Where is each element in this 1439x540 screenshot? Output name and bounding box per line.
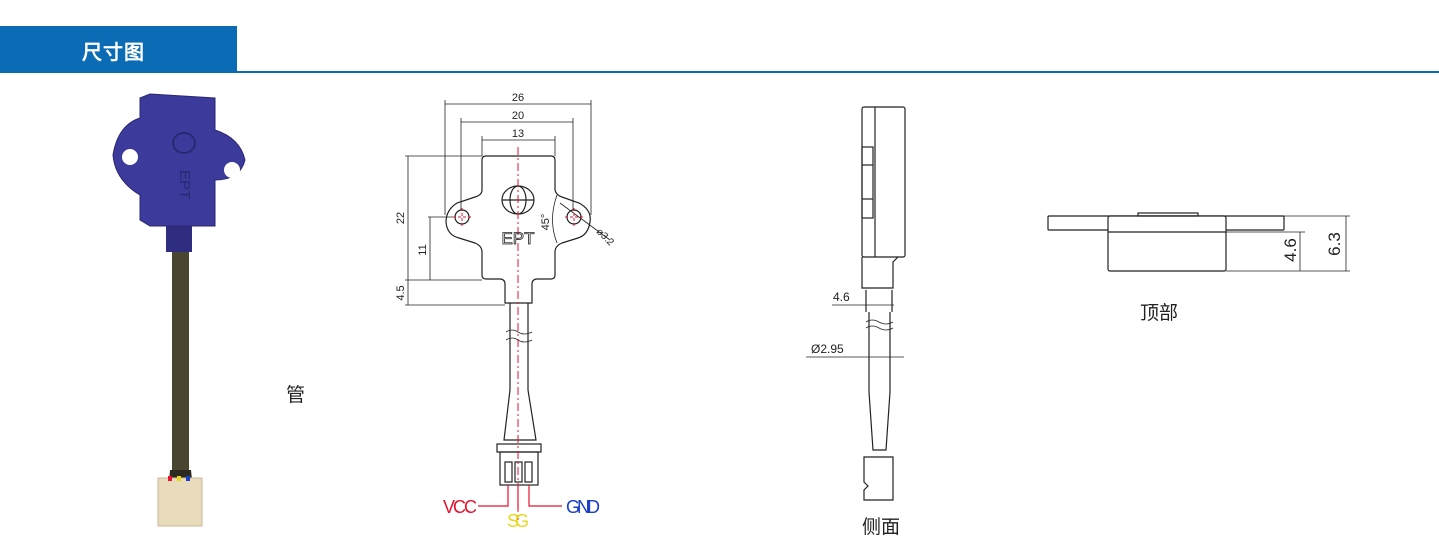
side-view [806,106,906,501]
front-body-outline [445,155,591,304]
dim-4-5: 4.5 [395,285,407,300]
photo-neck [166,222,192,252]
photo-hole-left [122,149,138,165]
photo-body [112,93,246,227]
dim-angle: 45° [540,214,552,231]
side-dim-cable: Ø2.95 [811,342,844,356]
photo-hole-right [224,162,240,178]
dim-11: 11 [417,244,429,255]
front-connector [496,443,542,486]
top-dim-6-3: 6.3 [1325,232,1344,256]
header-divider [0,71,1439,73]
photo-logo-icon [172,132,196,154]
front-view [405,100,611,486]
stray-text: 管 [286,384,306,406]
pin-vcc: VCC [443,497,477,517]
front-dimensions [405,100,611,306]
pin-gnd: GND [566,497,600,517]
product-photo: EPT [112,93,246,527]
photo-cable [172,245,189,470]
front-logo-text: EPT [501,229,534,248]
top-view-label: 顶部 [1140,302,1178,324]
front-dim-labels: 26 20 13 22 11 4.5 45° ⌀3.2 [395,92,616,301]
section-header: 尺寸图 [0,26,237,72]
front-hole-left [454,209,470,225]
dim-hole-dia: ⌀3.2 [594,226,616,248]
top-dim-4-6: 4.6 [1281,238,1300,262]
pin-sg: SG [507,511,529,531]
side-dim-4-6: 4.6 [833,290,850,304]
side-view-label: 侧面 [862,516,900,538]
dim-20: 20 [512,110,524,122]
photo-connector [157,477,203,527]
pin-labels: VCC SG GND [443,497,600,531]
pin-wires [478,485,562,510]
front-cable [503,303,537,441]
dim-26: 26 [512,92,524,104]
section-title: 尺寸图 [82,40,145,64]
dim-13: 13 [512,128,524,140]
photo-brand: EPT [176,170,193,199]
dim-22: 22 [395,212,407,224]
top-view [1047,212,1350,272]
